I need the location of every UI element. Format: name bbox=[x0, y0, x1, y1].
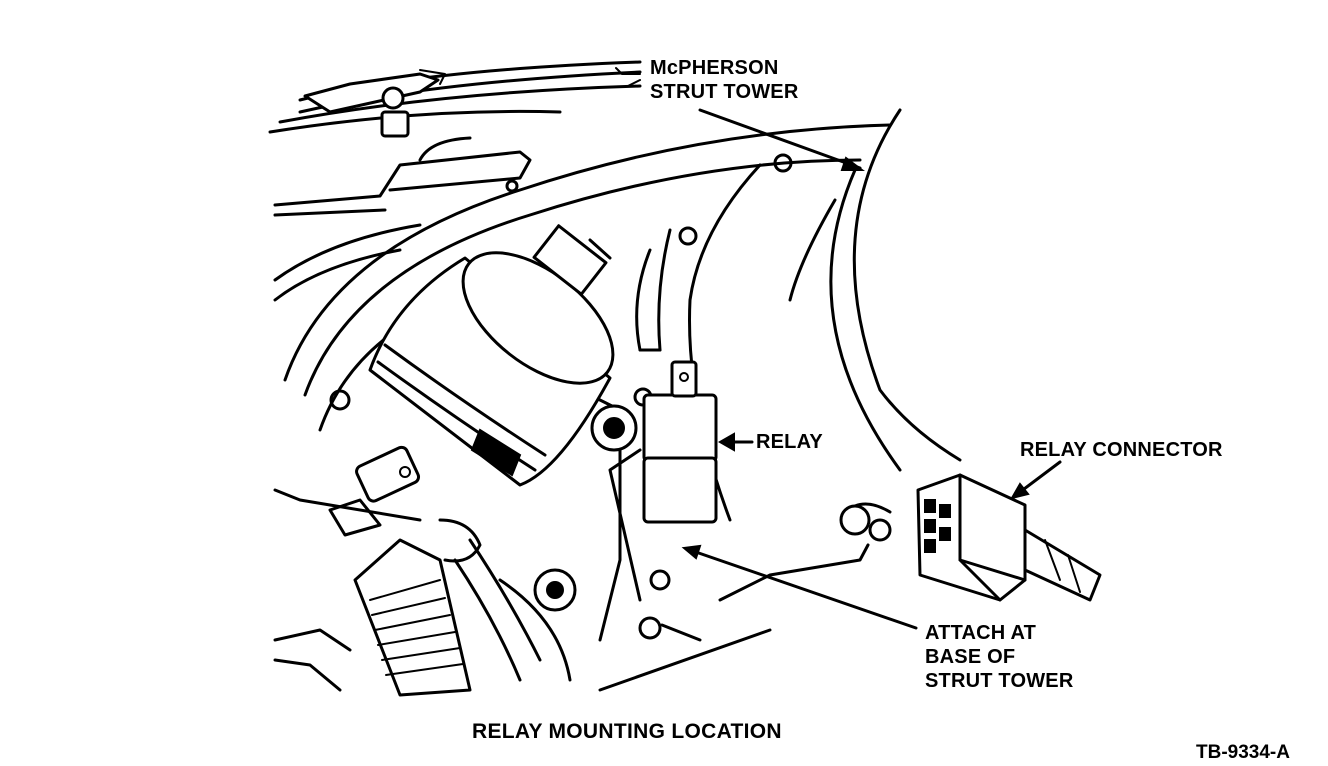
label-relay-text: RELAY bbox=[756, 431, 823, 453]
label-strut-line1: McPHERSON bbox=[650, 57, 779, 79]
label-relay-connector-text: RELAY CONNECTOR bbox=[1020, 439, 1223, 461]
mounting-bolt bbox=[590, 404, 638, 452]
strut-tower bbox=[273, 108, 962, 642]
figure-caption: RELAY MOUNTING LOCATION bbox=[472, 720, 782, 743]
label-relay: RELAY bbox=[756, 430, 823, 454]
label-relay-connector: RELAY CONNECTOR bbox=[1020, 438, 1223, 462]
label-attach-base: ATTACH AT BASE OF STRUT TOWER bbox=[925, 621, 1074, 693]
label-attach-line3: STRUT TOWER bbox=[925, 670, 1074, 692]
relay-connector bbox=[916, 473, 1102, 602]
canister-assembly bbox=[328, 224, 615, 537]
label-mcpherson-strut-tower: McPHERSON STRUT TOWER bbox=[650, 56, 799, 104]
relay bbox=[642, 360, 718, 524]
cowl-panel bbox=[268, 60, 642, 138]
figure-id: TB-9334-A bbox=[1196, 742, 1290, 763]
ground-wire bbox=[718, 502, 892, 602]
label-attach-line2: BASE OF bbox=[925, 646, 1016, 668]
leader-lines bbox=[615, 67, 1062, 630]
lower-hose bbox=[273, 518, 772, 697]
label-attach-line1: ATTACH AT bbox=[925, 622, 1037, 644]
label-strut-line2: STRUT TOWER bbox=[650, 81, 799, 103]
